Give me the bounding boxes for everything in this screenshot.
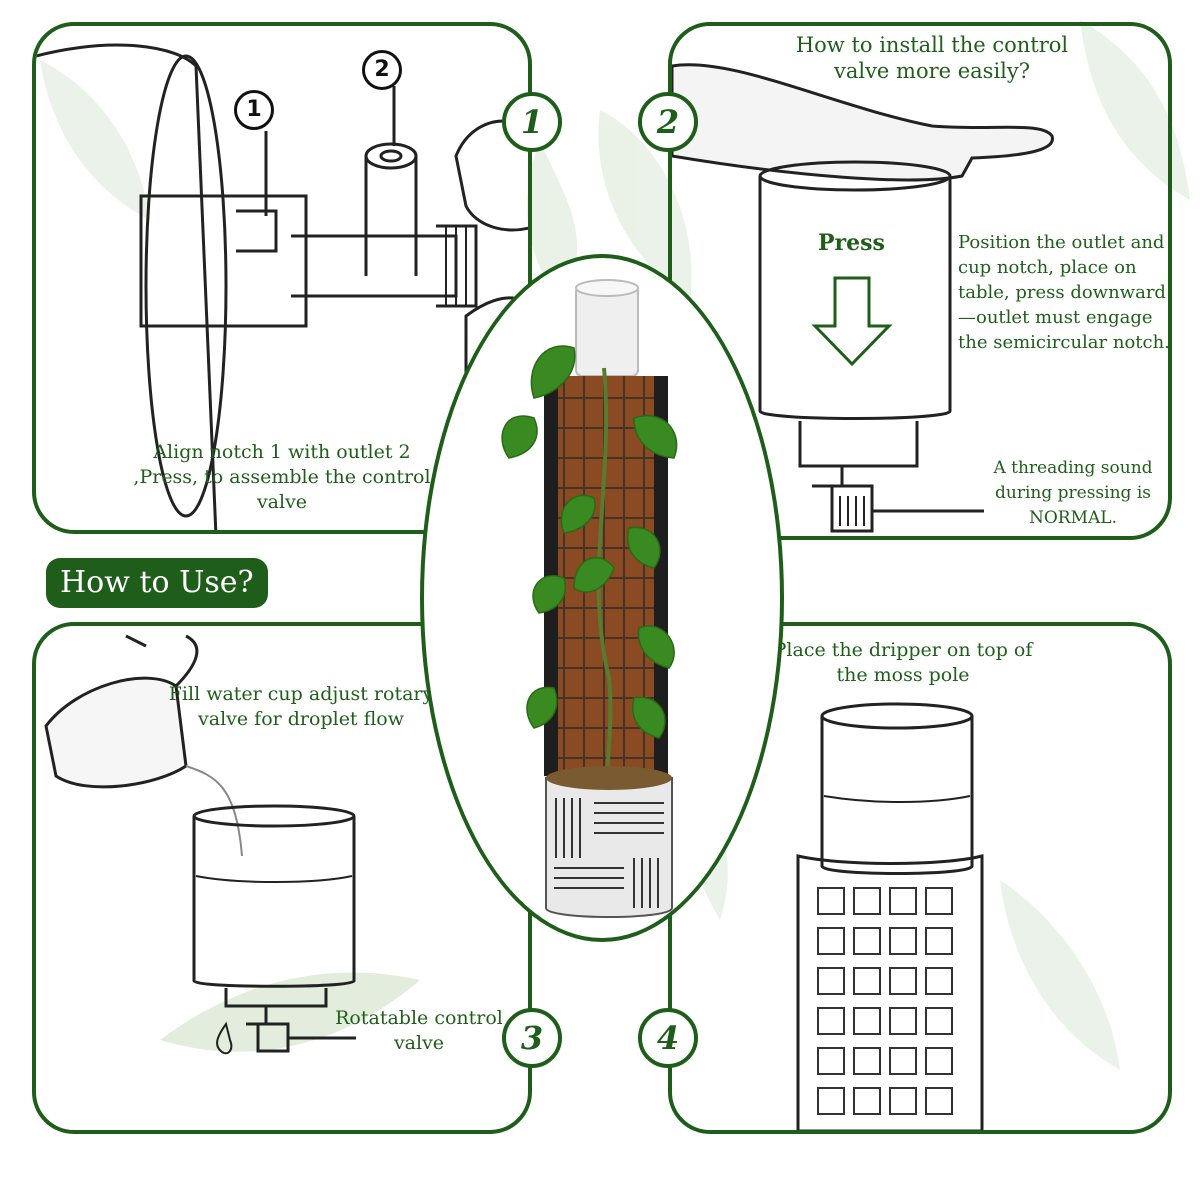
leaf-icon — [160, 972, 420, 1052]
leaf-icon — [526, 686, 558, 729]
callout-outlet-2: 2 — [362, 50, 402, 90]
leaf-icon — [501, 415, 538, 459]
press-label: Press — [818, 230, 885, 256]
dripper-on-pole-illustration — [796, 702, 984, 1130]
step-1-panel: 1 2 Align notch 1 with outlet 2 ,Press, … — [32, 22, 532, 534]
leaf-icon — [633, 415, 678, 459]
watering-can-icon — [44, 634, 199, 789]
moss-pole-plant-photo — [501, 279, 678, 918]
leaf-icon — [573, 557, 615, 593]
product-photo-oval — [420, 254, 784, 942]
step-2-panel: How to install the control valve more ea… — [668, 22, 1172, 540]
step-2-note: A threading sound during pressing is NOR… — [993, 458, 1153, 528]
leaf-icon — [637, 625, 675, 669]
leaf-icon — [1000, 880, 1120, 1070]
step-1-badge: 1 — [502, 92, 562, 152]
leaf-icon — [560, 494, 596, 534]
leaf-icon — [632, 696, 666, 739]
leaf-icon — [1080, 20, 1190, 200]
step-4-badge: 4 — [638, 1008, 698, 1068]
step-3-text: Fill water cup adjust rotary valve for d… — [168, 683, 434, 730]
arrow-down-icon — [811, 276, 893, 367]
leaf-icon — [530, 345, 576, 399]
how-to-use-heading: How to Use? — [46, 558, 268, 608]
step-3-badge: 3 — [502, 1008, 562, 1068]
step-4-panel: Place the dripper on top of the moss pol… — [668, 622, 1172, 1134]
cup-press-illustration — [672, 63, 1054, 533]
install-title: How to install the control valve more ea… — [795, 33, 1069, 83]
fill-water-illustration — [44, 634, 356, 1055]
leaf-icon — [532, 575, 566, 614]
step-2-badge: 2 — [638, 92, 698, 152]
water-drop-icon — [216, 1021, 233, 1055]
valve-assembly-illustration — [36, 43, 528, 530]
hand-icon — [672, 63, 1054, 182]
leaf-icon — [40, 60, 150, 220]
step-2-text: Position the outlet and cup notch, place… — [958, 232, 1170, 353]
step-3-valve-label: Rotatable control valve — [335, 1007, 503, 1054]
callout-notch-1: 1 — [234, 90, 274, 130]
step-4-text: Place the dripper on top of the moss pol… — [773, 639, 1033, 686]
step-1-text: Align notch 1 with outlet 2 ,Press, to a… — [133, 441, 431, 513]
leaf-icon — [627, 526, 661, 569]
